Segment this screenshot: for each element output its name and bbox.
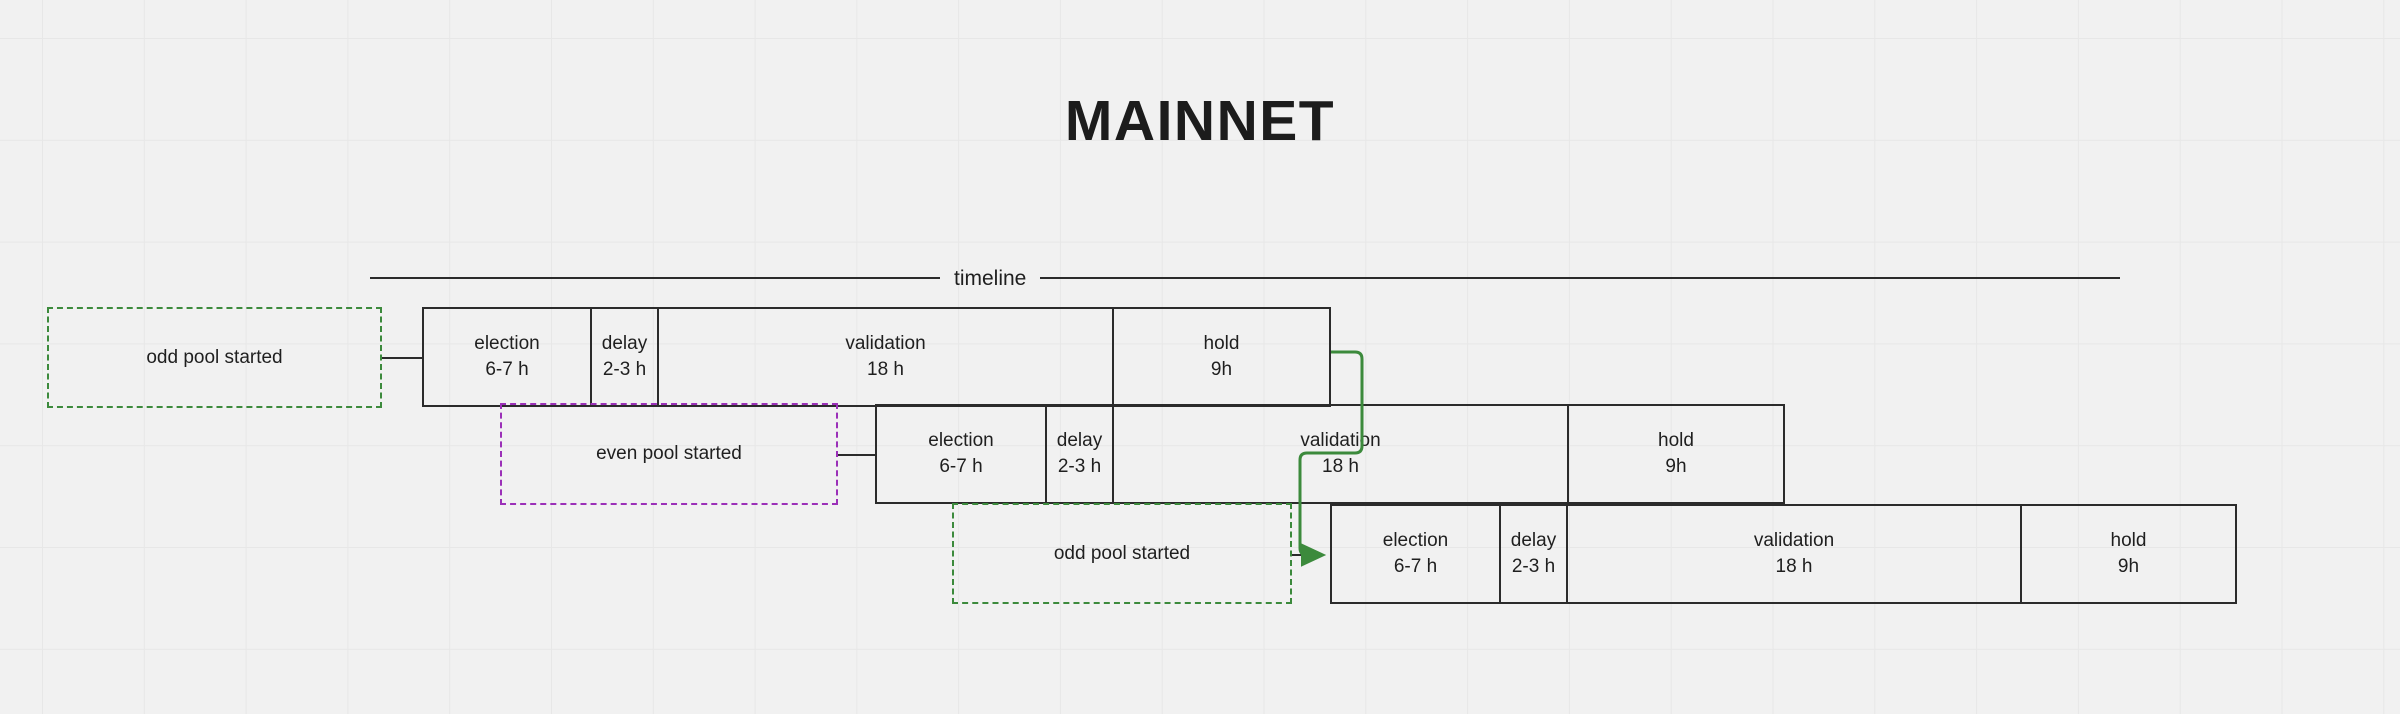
note-odd-pool-started-2[interactable]: odd pool started xyxy=(952,503,1292,604)
phase-name: election xyxy=(928,430,994,452)
phase-duration: 9h xyxy=(1210,359,1233,380)
phase-name: hold xyxy=(1658,430,1694,452)
note-label: odd pool started xyxy=(1053,542,1191,564)
note-1-connector xyxy=(382,357,424,359)
row-1-phase-validation[interactable]: validation 18 h xyxy=(657,307,1114,407)
row-1-phase-election[interactable]: election 6-7 h xyxy=(422,307,592,407)
phase-duration: 18 h xyxy=(1322,456,1359,477)
row-3-phase-election[interactable]: election 6-7 h xyxy=(1330,504,1501,604)
phase-duration: 18 h xyxy=(1775,556,1813,577)
phase-duration: 9h xyxy=(1665,456,1687,477)
timeline-rule-left xyxy=(370,277,940,279)
row-1-phase-hold[interactable]: hold 9h xyxy=(1112,307,1331,407)
note-2-connector xyxy=(838,454,877,456)
timeline-rule-right xyxy=(1040,277,2121,279)
page-title: MAINNET xyxy=(1064,89,1336,153)
note-label: even pool started xyxy=(596,443,742,464)
phase-name: validation xyxy=(845,333,926,355)
row-3-phase-delay[interactable]: delay 2-3 h xyxy=(1499,504,1568,604)
phase-duration: 6-7 h xyxy=(1393,556,1438,577)
timeline-axis: timeline xyxy=(370,266,2121,290)
phase-name: election xyxy=(1382,530,1449,552)
phase-duration: 9h xyxy=(2117,556,2140,577)
note-even-pool-started[interactable]: even pool started xyxy=(500,403,838,505)
note-odd-pool-started-1[interactable]: odd pool started xyxy=(47,307,382,408)
row-3-phase-hold[interactable]: hold 9h xyxy=(2020,504,2237,604)
row-3-phase-validation[interactable]: validation 18 h xyxy=(1566,504,2022,604)
timeline-label: timeline xyxy=(954,266,1027,290)
phase-name: delay xyxy=(1510,530,1557,552)
phase-name: hold xyxy=(2110,530,2147,552)
phase-duration: 6-7 h xyxy=(939,456,983,477)
row-1-phase-delay[interactable]: delay 2-3 h xyxy=(590,307,659,407)
phase-duration: 18 h xyxy=(867,359,904,380)
phase-name: delay xyxy=(601,333,648,355)
row-2-phase-validation[interactable]: validation 18 h xyxy=(1112,404,1569,504)
phase-name: validation xyxy=(1753,530,1835,552)
phase-name: hold xyxy=(1203,333,1240,355)
phase-duration: 6-7 h xyxy=(485,359,529,380)
note-3-connector xyxy=(1292,554,1322,556)
row-2-phase-hold[interactable]: hold 9h xyxy=(1567,404,1785,504)
phase-duration: 2-3 h xyxy=(1511,556,1556,577)
phase-name: election xyxy=(474,333,540,355)
note-label: odd pool started xyxy=(146,346,283,368)
phase-duration: 2-3 h xyxy=(602,359,647,380)
phase-name: validation xyxy=(1300,430,1381,452)
row-2-phase-election[interactable]: election 6-7 h xyxy=(875,404,1047,504)
phase-name: delay xyxy=(1056,430,1103,452)
row-2-phase-delay[interactable]: delay 2-3 h xyxy=(1045,404,1114,504)
phase-duration: 2-3 h xyxy=(1057,456,1102,477)
